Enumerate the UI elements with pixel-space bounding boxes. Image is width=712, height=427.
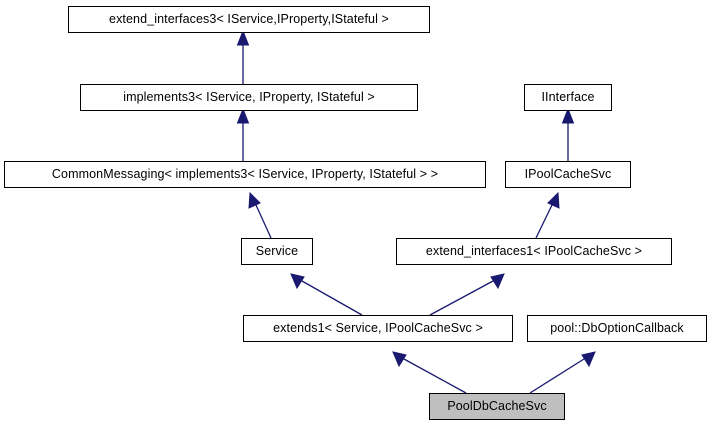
node-iinterface[interactable]: IInterface [524, 84, 612, 111]
node-implements3[interactable]: implements3< IService, IProperty, IState… [80, 84, 418, 111]
edge-extendinterfaces1-to-ipoolcachesvc [535, 191, 560, 239]
node-pooldbcachesvc[interactable]: PoolDbCacheSvc [429, 393, 565, 420]
edge-pooldbcachesvc-to-extends1 [392, 351, 467, 394]
node-service[interactable]: Service [241, 238, 313, 265]
edge-commonmessaging-to-implements3 [236, 107, 250, 161]
node-extend-interfaces3[interactable]: extend_interfaces3< IService,IProperty,I… [68, 6, 430, 33]
edge-extends1-to-service [290, 273, 363, 316]
node-ipoolcachesvc[interactable]: IPoolCacheSvc [505, 161, 631, 188]
node-extends1[interactable]: extends1< Service, IPoolCacheSvc > [243, 315, 513, 342]
node-extend-interfaces1[interactable]: extend_interfaces1< IPoolCacheSvc > [396, 238, 672, 265]
node-common-messaging[interactable]: CommonMessaging< implements3< IService, … [4, 161, 486, 188]
edge-implements3-to-extend-interfaces3 [236, 29, 250, 84]
node-pool-dboptioncallback[interactable]: pool::DbOptionCallback [527, 315, 707, 342]
edge-service-to-commonmessaging [248, 191, 272, 239]
edge-ipoolcachesvc-to-iinterface [561, 107, 575, 161]
edge-extends1-to-extendinterfaces1 [429, 273, 505, 316]
edge-pooldbcachesvc-to-pooldboptioncallback [529, 351, 596, 394]
